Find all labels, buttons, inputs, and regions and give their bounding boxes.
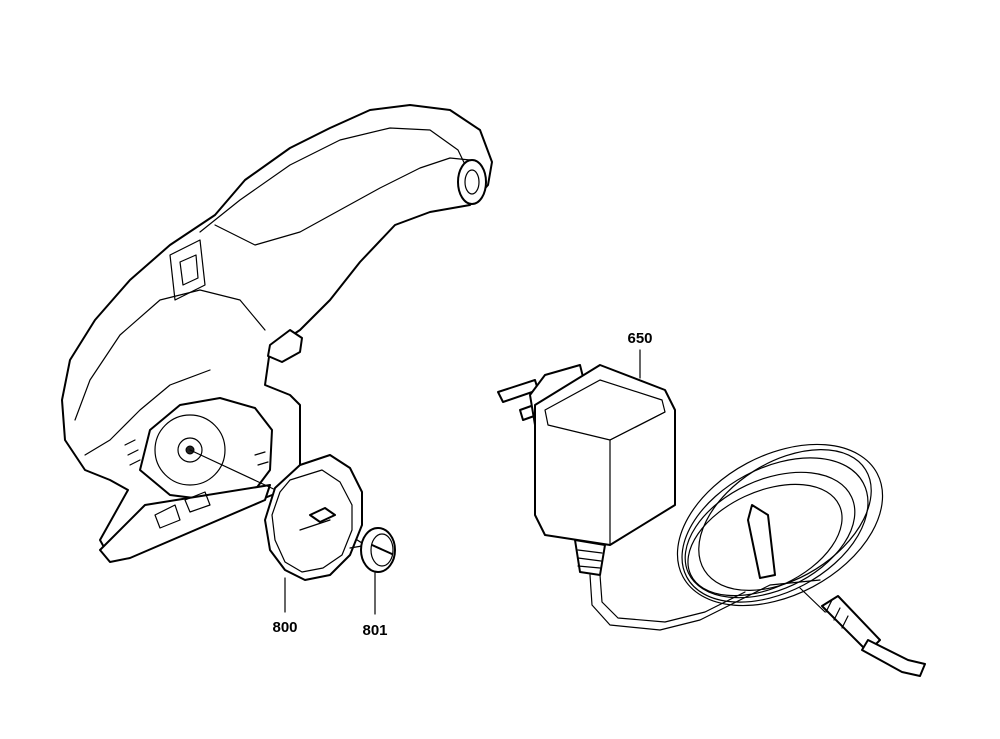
callout-800: 800 [272,577,298,636]
callout-label-801: 801 [362,622,387,639]
charger-650 [497,364,926,677]
callout-label-800: 800 [272,619,297,636]
callout-650: 650 [627,330,653,379]
screw-801 [349,527,396,573]
blade-800 [264,454,363,581]
callout-801: 801 [362,572,388,639]
scissors-tool-body [61,104,493,563]
callout-label-650: 650 [627,330,652,347]
